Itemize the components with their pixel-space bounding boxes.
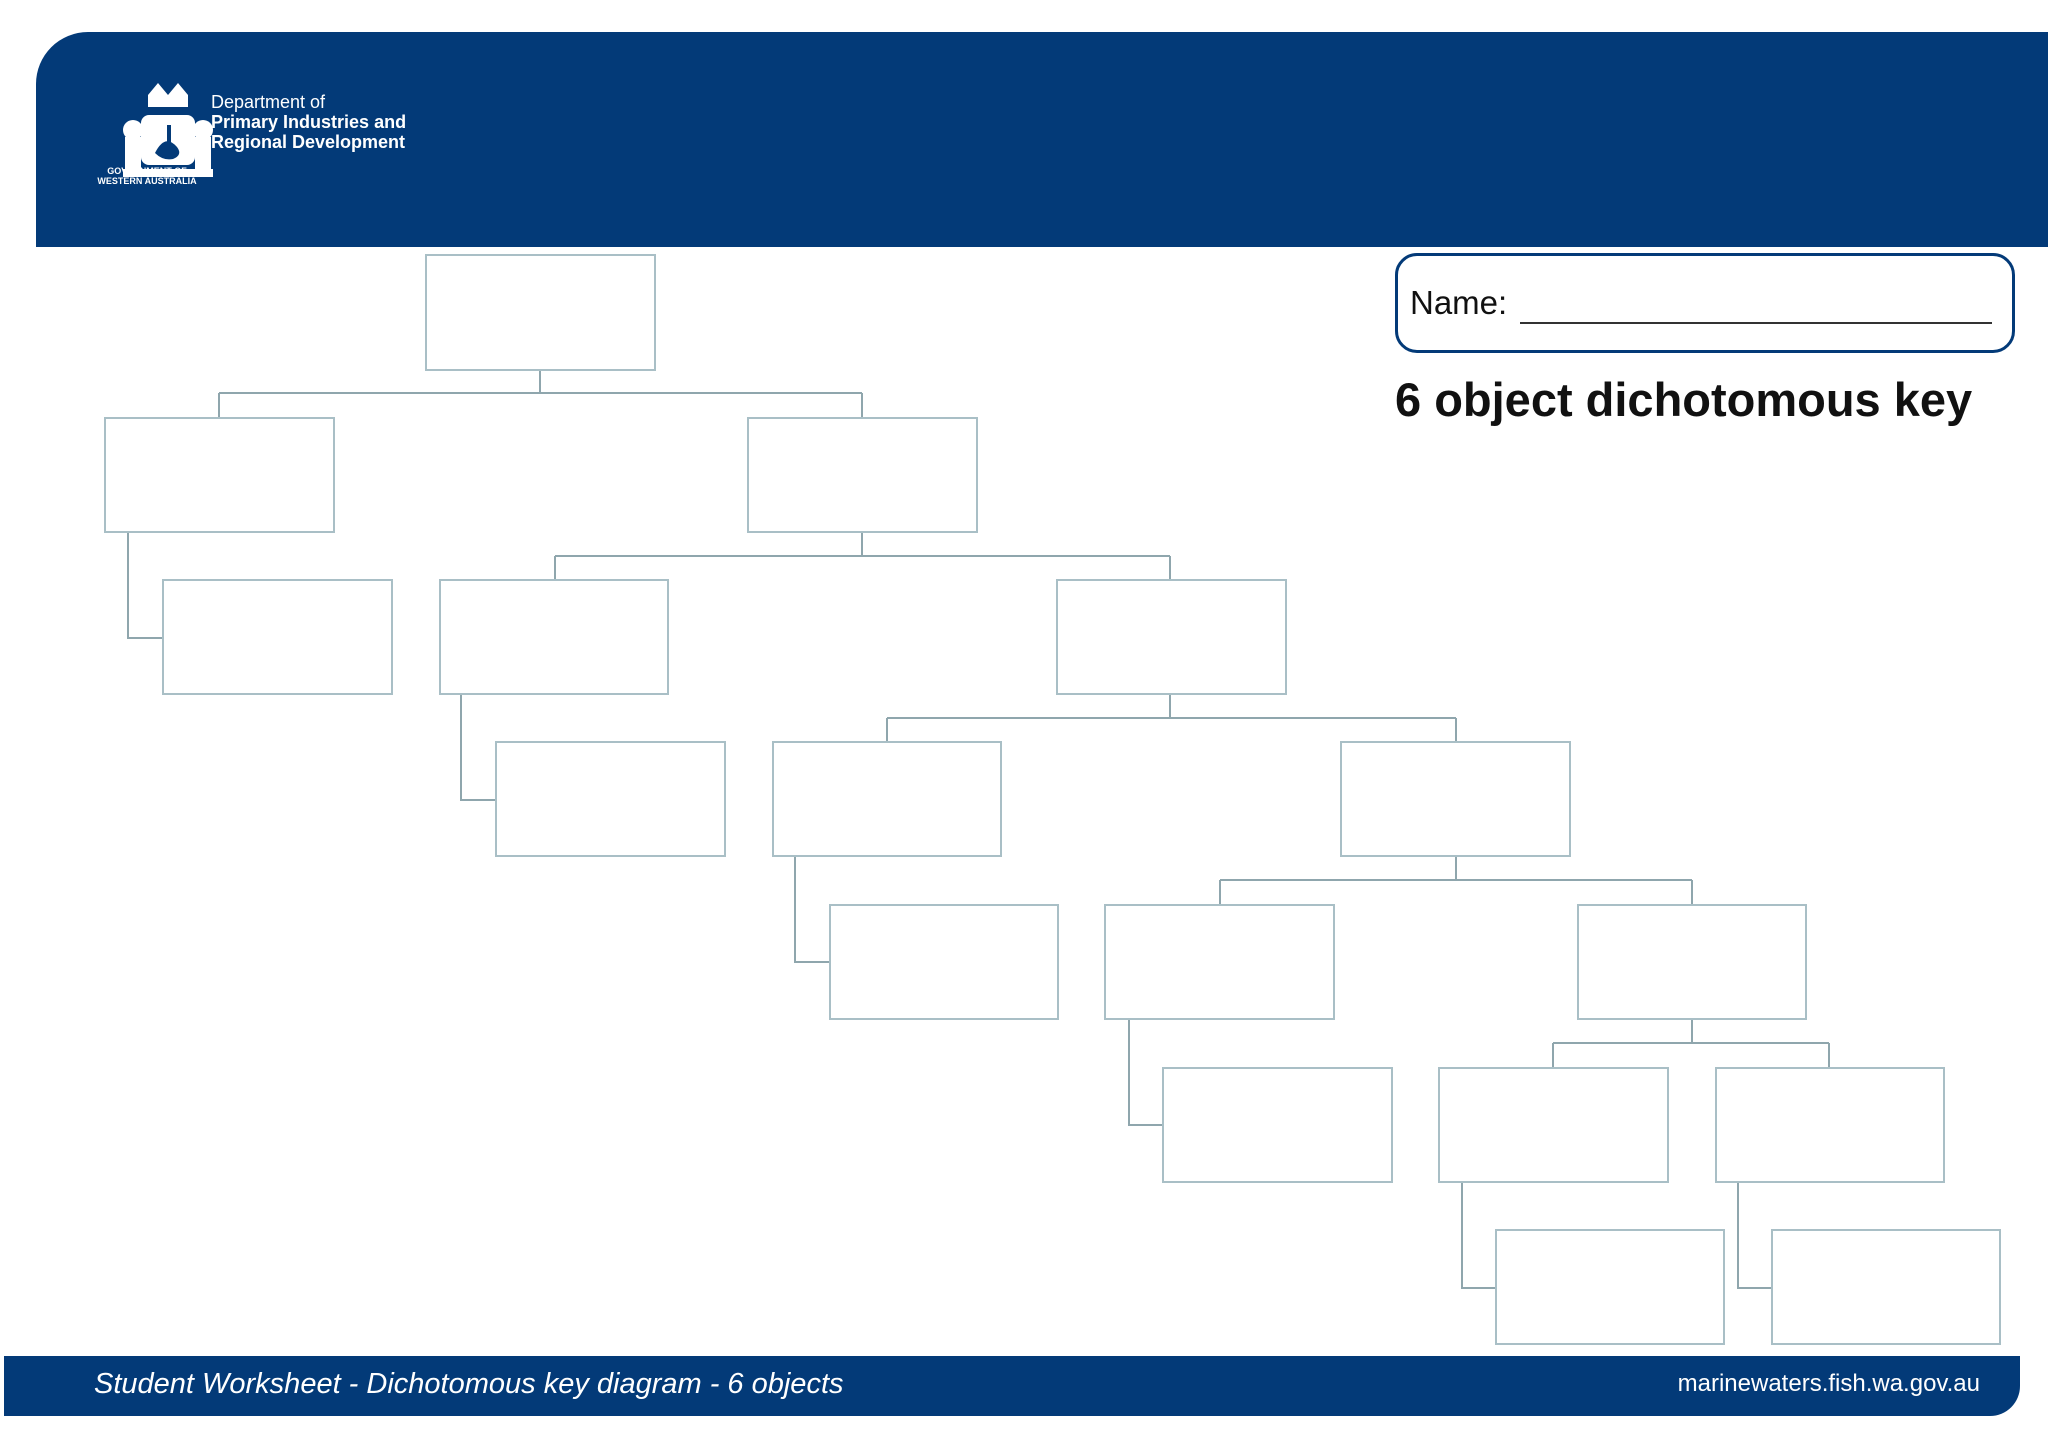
key-box[interactable]	[1162, 1067, 1393, 1183]
connector	[1461, 1182, 1496, 1289]
name-blank-line[interactable]	[1520, 322, 1992, 324]
key-box[interactable]	[772, 741, 1002, 857]
header-banner	[36, 32, 2048, 247]
key-box[interactable]	[1104, 904, 1335, 1020]
footer-banner: Student Worksheet - Dichotomous key diag…	[4, 1356, 2020, 1416]
government-label: GOVERNMENT OF WESTERN AUSTRALIA	[93, 166, 201, 186]
key-box[interactable]	[1056, 579, 1287, 695]
key-box[interactable]	[1771, 1229, 2001, 1345]
connector	[218, 370, 863, 418]
key-box[interactable]	[439, 579, 669, 695]
connector	[1219, 856, 1693, 905]
connector	[1552, 1019, 1830, 1068]
key-boxes	[104, 254, 2001, 1345]
page-title: 6 object dichotomous key	[1395, 373, 1973, 426]
dept-line-3: Regional Development	[211, 132, 406, 152]
key-box[interactable]	[1715, 1067, 1945, 1183]
department-name: Department of Primary Industries and Reg…	[211, 92, 406, 152]
connector	[554, 532, 1171, 580]
key-box[interactable]	[829, 904, 1059, 1020]
footer-website-link[interactable]: marinewaters.fish.wa.gov.au	[1677, 1370, 1980, 1397]
key-box[interactable]	[1438, 1067, 1669, 1183]
key-box[interactable]	[495, 741, 726, 857]
connectors	[127, 370, 1830, 1289]
dept-line-1: Department of	[211, 92, 326, 112]
connector	[460, 694, 496, 801]
key-box[interactable]	[425, 254, 656, 371]
connector	[1737, 1182, 1772, 1289]
dept-line-2: Primary Industries and	[211, 112, 407, 132]
gov-line-2: WESTERN AUSTRALIA	[97, 176, 197, 186]
footer-worksheet-title: Student Worksheet - Dichotomous key diag…	[94, 1368, 844, 1400]
connector	[794, 856, 830, 963]
key-box[interactable]	[1340, 741, 1571, 857]
name-field[interactable]: Name:	[1395, 253, 2015, 353]
key-box[interactable]	[1495, 1229, 1725, 1345]
key-box[interactable]	[162, 579, 393, 695]
name-label: Name:	[1410, 284, 1508, 321]
connector	[127, 532, 163, 639]
gov-line-1: GOVERNMENT OF	[107, 166, 187, 176]
wa-crest-logo	[123, 83, 213, 177]
key-box[interactable]	[1577, 904, 1807, 1020]
connector	[886, 694, 1457, 742]
key-box[interactable]	[104, 417, 335, 533]
connector	[1128, 1019, 1163, 1126]
key-box[interactable]	[747, 417, 978, 533]
